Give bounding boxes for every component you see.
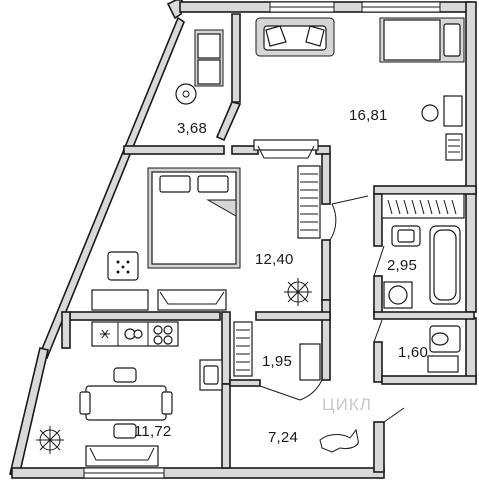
bedroom-furniture	[91, 165, 321, 311]
kitchen-furniture	[36, 321, 223, 467]
plant-icon	[36, 426, 64, 454]
area-storage: 1,95	[262, 353, 292, 370]
watermark: ЦИКЛ	[322, 395, 372, 414]
living-furniture	[253, 17, 465, 161]
doors	[259, 195, 405, 423]
area-hallway: 7,24	[268, 429, 298, 446]
balcony-furniture	[175, 29, 224, 105]
area-balcony: 3,68	[177, 120, 207, 137]
bathroom-fixtures	[381, 193, 465, 373]
room-labels: 3,68 16,81 12,40 2,95 1,60 1,95 11,72 7,…	[134, 107, 428, 446]
area-bathroom: 2,95	[387, 257, 417, 274]
area-toilet: 1,60	[398, 344, 428, 361]
area-kitchen: 11,72	[134, 423, 171, 440]
windows	[83, 1, 441, 479]
storage-furniture	[233, 321, 321, 381]
dog-icon	[319, 428, 359, 453]
interior-walls	[61, 13, 477, 469]
area-bedroom: 12,40	[255, 251, 294, 268]
area-living-room: 16,81	[349, 107, 388, 124]
plant-icon	[284, 278, 312, 306]
